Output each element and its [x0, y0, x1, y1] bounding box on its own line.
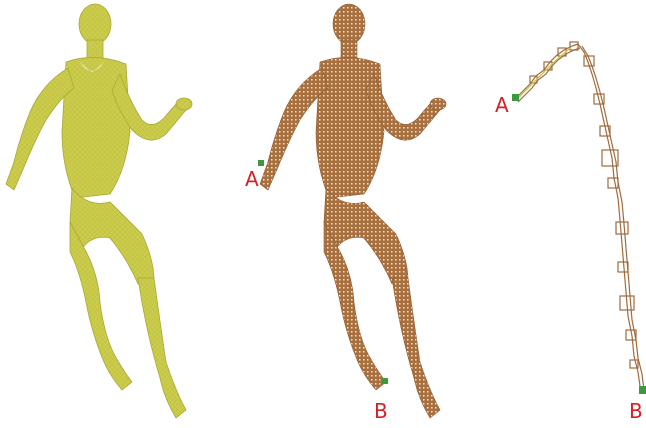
mesh-figure — [6, 4, 192, 418]
voxel-marker-a — [258, 160, 264, 166]
path-figure — [512, 42, 646, 394]
path-marker-a — [512, 94, 519, 101]
path-label-b: B — [629, 399, 643, 423]
path-label-a: A — [495, 93, 509, 117]
voxel-label-b: B — [374, 399, 388, 423]
voxel-label-a: A — [245, 167, 259, 191]
path-marker-b — [639, 386, 646, 394]
voxel-figure — [258, 4, 446, 418]
voxel-marker-b — [382, 378, 388, 384]
